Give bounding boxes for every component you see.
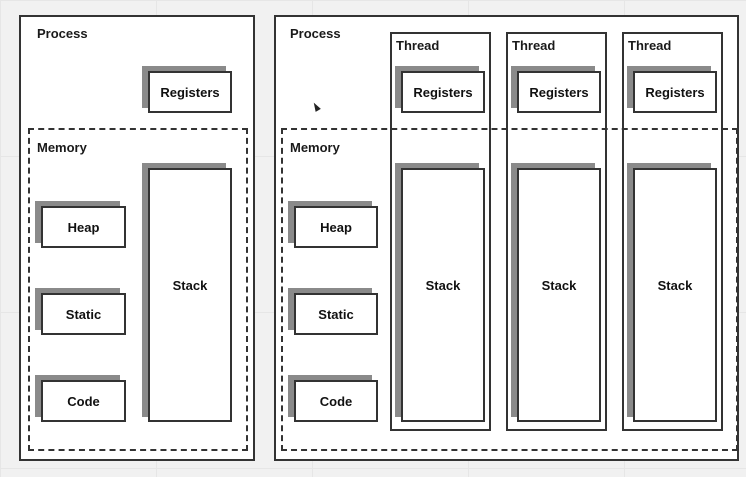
heap-box: Heap [294,206,378,248]
static-box: Static [41,293,126,335]
thread-registers-box: Registers [633,71,717,113]
code-box: Code [294,380,378,422]
memory-region [28,128,248,451]
process-label: Process [290,26,341,41]
thread-box [506,32,607,431]
memory-label: Memory [290,140,340,155]
heap-box: Heap [41,206,126,248]
thread-stack-box: Stack [633,168,717,422]
thread-label: Thread [512,38,556,53]
thread-stack-box: Stack [401,168,485,422]
thread-box [390,32,491,431]
stack-box: Stack [148,168,232,422]
code-box: Code [41,380,126,422]
thread-registers-box: Registers [401,71,485,113]
memory-label: Memory [37,140,87,155]
thread-stack-box: Stack [517,168,601,422]
thread-label: Thread [628,38,672,53]
thread-label: Thread [396,38,440,53]
registers-box: Registers [148,71,232,113]
thread-registers-box: Registers [517,71,601,113]
static-box: Static [294,293,378,335]
thread-box [622,32,723,431]
process-label: Process [37,26,88,41]
memory-region [281,128,738,451]
